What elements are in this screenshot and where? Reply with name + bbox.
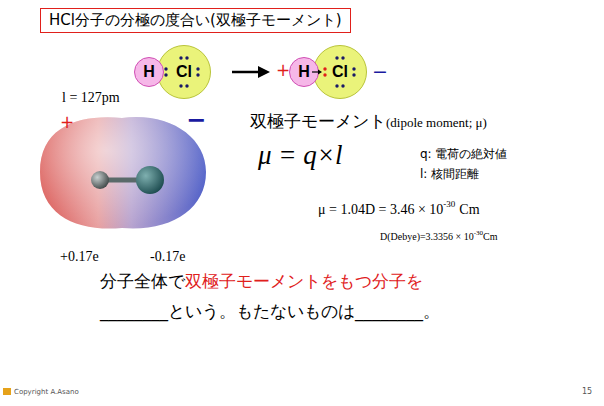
potential-map <box>40 117 206 229</box>
atom-symbol: Cl <box>176 63 192 81</box>
atom-symbol: H <box>143 63 155 81</box>
unit: Cm <box>483 231 497 242</box>
exponent: -30 <box>474 229 483 237</box>
heading: 双極子モーメント <box>250 110 386 133</box>
cl-ball <box>136 166 164 194</box>
electron-dot <box>341 56 344 59</box>
charge-sign: − <box>372 60 388 82</box>
label-group: + <box>276 60 290 80</box>
electron-dot <box>185 84 188 87</box>
shift-arrow-head <box>318 70 322 75</box>
electron-dot <box>341 84 344 87</box>
formula: μ = q×l <box>258 140 343 171</box>
exponent: -30 <box>443 199 455 209</box>
electron-dot <box>323 67 326 70</box>
bond-length: l = 127pm <box>62 90 120 106</box>
charge-sign: − <box>186 106 206 134</box>
potential-map-sheen <box>40 117 206 229</box>
label-group: l = 127pm <box>62 90 120 106</box>
question: 分子全体で <box>100 270 185 293</box>
electron-dot <box>196 73 199 76</box>
copyright: Copyright A.Asano <box>14 388 79 396</box>
reaction-arrow <box>232 71 260 74</box>
label-group: + <box>60 112 74 132</box>
charge-sign: + <box>276 60 290 80</box>
electron-dot <box>179 84 182 87</box>
h-ball <box>91 171 109 189</box>
label-group: μ = 1.04D = 3.46 × 10-30 Cm <box>318 202 480 218</box>
arrow-head <box>258 66 270 78</box>
electron-dot <box>164 67 167 70</box>
shift-arrow <box>312 71 319 72</box>
charge-sign: + <box>60 112 74 132</box>
electron-dot <box>164 73 167 76</box>
label-group: ________という。もたないものは________。 <box>100 300 440 323</box>
electron-dot <box>185 56 188 59</box>
electron-dot <box>352 67 355 70</box>
label-group: l: 核間距離 <box>420 166 479 183</box>
chlorine-atom: Cl <box>157 45 211 99</box>
question: ________という。もたないものは________。 <box>100 300 440 323</box>
definition: q: 電荷の絶対値 <box>420 146 507 163</box>
label-group: D(Debye)=3.3356 × 10-30Cm <box>380 231 498 242</box>
title-box: HCl分子の分極の度合い(双極子モーメント) <box>40 8 351 33</box>
atom-symbol: Cl <box>332 63 348 81</box>
label-group: Copyright A.Asano <box>14 388 79 396</box>
label-group: μ = q×l <box>258 140 343 171</box>
electron-dot <box>179 56 182 59</box>
atom-symbol: H <box>298 63 310 81</box>
hydrogen-atom: H <box>134 57 164 87</box>
value: μ = 1.04D = 3.46 × 10 <box>318 202 443 218</box>
partial-charge: -0.17e <box>150 249 185 265</box>
label-group: -0.17e <box>150 249 185 265</box>
label-group: 双極子モーメント(dipole moment; μ) <box>250 110 487 133</box>
electron-dot <box>196 67 199 70</box>
label-group: q: 電荷の絶対値 <box>420 146 507 163</box>
electron-dot <box>335 56 338 59</box>
partial-charge: +0.17e <box>60 249 99 265</box>
label-group: +0.17e <box>60 249 99 265</box>
electron-dot <box>323 73 326 76</box>
question-highlight: 双極子モーメントをもつ分子を <box>185 270 423 293</box>
label-group: − <box>186 106 206 134</box>
electron-dot <box>335 84 338 87</box>
conversion: D(Debye)=3.3356 × 10 <box>380 231 474 242</box>
unit: Cm <box>459 202 479 218</box>
page-number: 15 <box>582 387 592 396</box>
chlorine-atom: Cl <box>313 45 367 99</box>
heading-english: (dipole moment; μ) <box>386 115 487 131</box>
electron-dot <box>352 73 355 76</box>
label-group: 分子全体で双極子モーメントをもつ分子を <box>100 270 423 293</box>
definition: l: 核間距離 <box>420 166 479 183</box>
label-group: − <box>372 60 388 82</box>
label-group: 15 <box>582 387 592 396</box>
hydrogen-atom: H <box>289 57 319 87</box>
footer-icon <box>3 388 11 395</box>
